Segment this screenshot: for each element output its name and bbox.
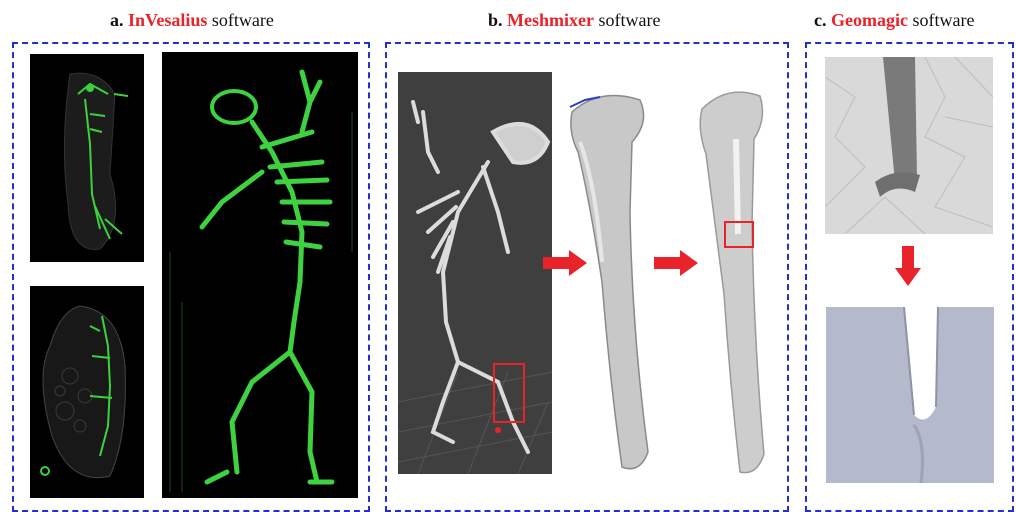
panel-a-prefix: a. (110, 10, 124, 30)
raw-bone-mesh-image (560, 82, 662, 478)
geomagic-before-image (825, 57, 993, 234)
panel-c-suffix: software (912, 10, 974, 30)
meshmixer-skeleton-viewport (398, 72, 552, 474)
volume-rendering-skeleton-image (162, 52, 358, 498)
panel-c-prefix: c. (814, 10, 827, 30)
panel-b-suffix: software (598, 10, 660, 30)
panel-c-title: c. Geomagic software (814, 10, 974, 31)
processed-bone-mesh-image (692, 84, 772, 482)
geomagic-after-image (826, 307, 994, 483)
down-arrow-icon (895, 246, 921, 291)
panel-b-software-name: Meshmixer (507, 10, 594, 30)
panel-a-suffix: software (212, 10, 274, 30)
panel-c-software-name: Geomagic (831, 10, 908, 30)
ct-slice-coronal-image (30, 54, 144, 262)
panel-a-software-name: InVesalius (128, 10, 207, 30)
panel-b-prefix: b. (488, 10, 503, 30)
panel-a-title: a. InVesalius software (110, 10, 274, 31)
panel-b-title: b. Meshmixer software (488, 10, 660, 31)
ct-slice-sagittal-image (30, 286, 144, 498)
